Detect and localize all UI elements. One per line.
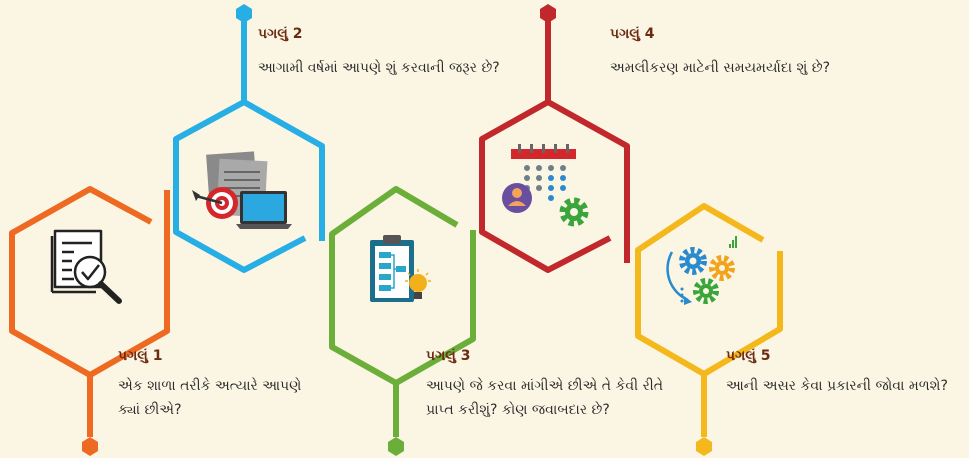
step-4-title: પગલું 4 xyxy=(610,26,655,42)
step-5-hexagon xyxy=(635,203,783,437)
step-2-text: આગામી વર્ષમાં આપણે શું કરવાની જરૂર છે? xyxy=(258,60,500,76)
step-4-hexagon xyxy=(479,20,630,273)
step-4-end-marker xyxy=(540,4,556,23)
document-magnifier-check-icon xyxy=(50,229,122,304)
clipboard-flowchart-bulb-icon xyxy=(370,235,431,302)
step-2-title: પગલું 2 xyxy=(258,26,303,42)
calendar-person-gear-icon xyxy=(502,144,589,227)
step-1-title: પગલું 1 xyxy=(118,348,163,364)
step-4-text: અમલીકરણ માટેની સમયમર્યાદા શું છે? xyxy=(610,60,831,76)
step-3-end-marker xyxy=(388,437,404,456)
step-3-title: પગલું 3 xyxy=(426,348,471,364)
step-1-text: એક શાળા તરીકે અત્યારે આપણે ક્યાં છીએ? xyxy=(118,378,302,418)
step-5-text: આની અસર કેવા પ્રકારની જોવા મળશે? xyxy=(726,378,948,394)
step-5-end-marker xyxy=(696,437,712,456)
step-5-title: પગલું 5 xyxy=(726,348,771,364)
step-3-hexagon xyxy=(329,186,476,437)
step-2-end-marker xyxy=(236,4,252,23)
target-laptop-papers-icon xyxy=(192,151,292,229)
gears-growth-icon xyxy=(666,236,737,305)
step-1-end-marker xyxy=(82,437,98,456)
step-1-hexagon xyxy=(9,186,170,437)
step-2-hexagon xyxy=(173,20,325,273)
step-3-text: આપણે જે કરવા માંગીએ છીએ તે કેવી રીતે પ્ર… xyxy=(426,378,664,418)
